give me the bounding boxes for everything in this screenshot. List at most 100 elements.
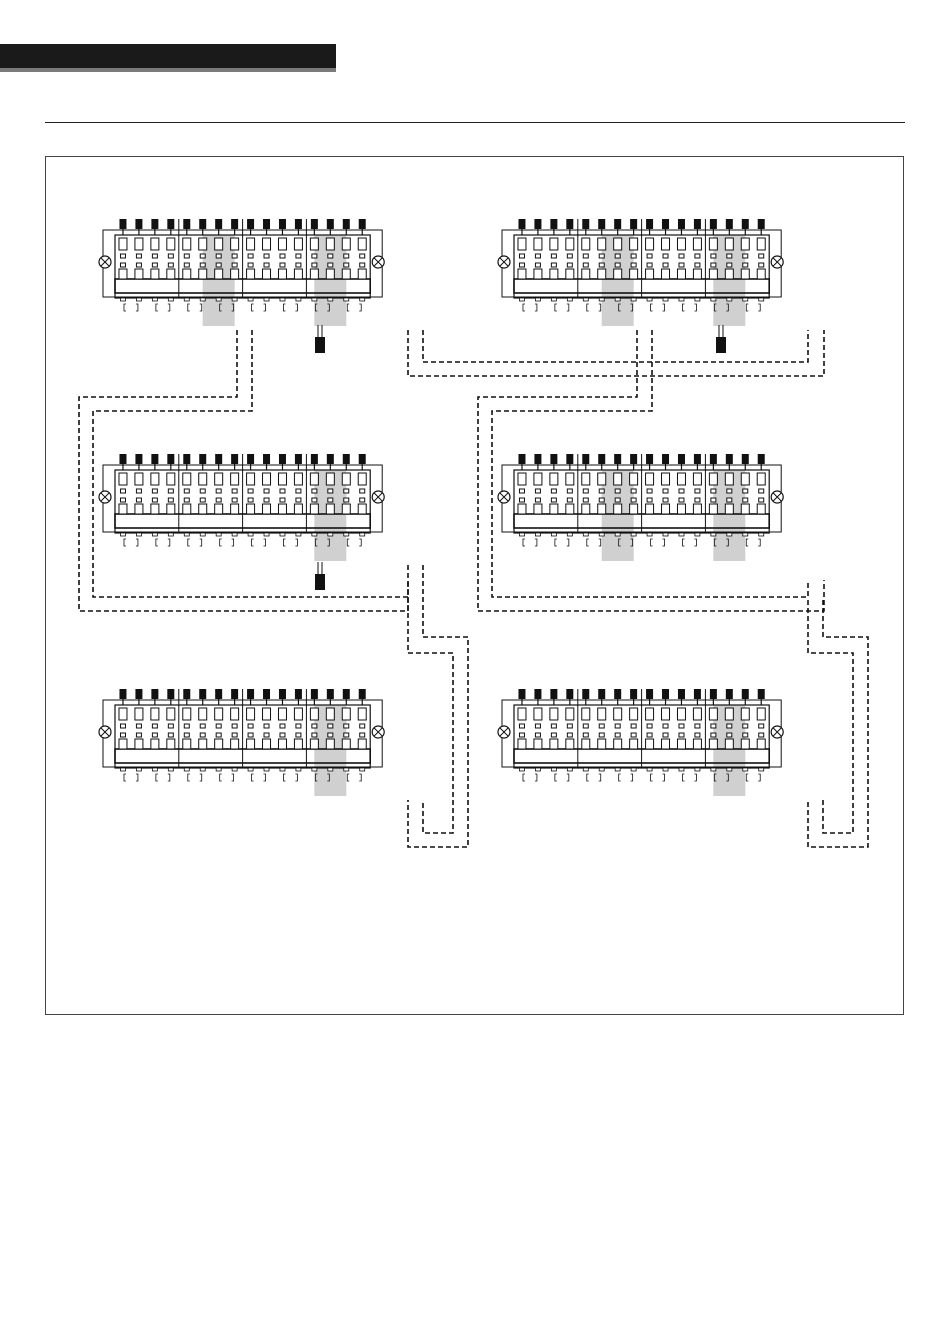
clamp-slot (582, 238, 590, 250)
top-plug (167, 689, 174, 699)
clamp-slot (630, 708, 638, 720)
clamp-slot (566, 708, 574, 720)
pair-bracket (359, 774, 361, 781)
clamp-slot (630, 473, 638, 485)
screw-hole (599, 733, 604, 737)
top-plug (167, 454, 174, 464)
pair-bracket (156, 539, 158, 546)
screw-hole (743, 724, 748, 728)
screw-hole (631, 733, 636, 737)
clamp-slot (598, 269, 606, 279)
strip-pin (280, 533, 285, 536)
top-plug (758, 689, 765, 699)
screw-hole (152, 733, 157, 737)
pair-bracket (758, 304, 760, 311)
strip-pin (583, 298, 588, 301)
screw-hole (663, 498, 668, 502)
screw-hole (344, 489, 349, 493)
clamp-slot (215, 473, 223, 485)
screw-hole (200, 254, 205, 258)
top-plug (279, 219, 286, 229)
pair-bracket (587, 539, 589, 546)
top-plug (327, 219, 334, 229)
strip-pin (631, 298, 636, 301)
cable-wire (408, 565, 468, 847)
top-plug (742, 219, 749, 229)
top-plug (694, 689, 701, 699)
strip-pin (695, 768, 700, 771)
pair-bracket (252, 539, 254, 546)
clamp-slot (725, 473, 733, 485)
pair-bracket (523, 304, 525, 311)
pair-bracket (347, 774, 349, 781)
top-plug (630, 454, 637, 464)
pair-bracket (283, 304, 285, 311)
pair-bracket (694, 539, 696, 546)
screw-hole (679, 489, 684, 493)
screw-hole (264, 733, 269, 737)
clamp-slot (326, 739, 334, 749)
clamp-slot (518, 238, 526, 250)
pair-bracket (124, 304, 126, 311)
screw-hole (280, 254, 285, 258)
top-plug (311, 689, 318, 699)
top-plug (694, 454, 701, 464)
screw-hole (695, 733, 700, 737)
clamp-slot (183, 504, 191, 514)
clamp-slot (630, 238, 638, 250)
strip-pin (759, 298, 764, 301)
screw-hole (663, 489, 668, 493)
strip-pin (264, 533, 269, 536)
strip-pin (296, 533, 301, 536)
pair-bracket (124, 774, 126, 781)
screw-hole (264, 263, 269, 267)
top-plug (263, 219, 270, 229)
units-layer (99, 219, 783, 796)
strip-pin (120, 768, 125, 771)
pair-bracket (220, 774, 222, 781)
clamp-slot (662, 504, 670, 514)
screw-hole (248, 733, 253, 737)
strip-pin (695, 298, 700, 301)
pair-bracket (663, 774, 665, 781)
pair-bracket (758, 539, 760, 546)
screw-hole (759, 498, 764, 502)
screw-hole (567, 733, 572, 737)
screw-hole (136, 733, 141, 737)
screw-hole (328, 263, 333, 267)
strip-pin (695, 533, 700, 536)
pair-bracket (295, 304, 297, 311)
screw-hole (232, 263, 237, 267)
screw-hole (711, 263, 716, 267)
clamp-slot (119, 739, 127, 749)
screw-hole (200, 724, 205, 728)
screw-hole (280, 489, 285, 493)
screw-hole (216, 724, 221, 728)
clamp-slot (741, 708, 749, 720)
clamp-slot (757, 269, 765, 279)
strip-pin (535, 298, 540, 301)
strip-pin (567, 533, 572, 536)
screw-hole (200, 498, 205, 502)
strip-pin (551, 768, 556, 771)
screw-hole (136, 263, 141, 267)
clamp-slot (183, 739, 191, 749)
clamp-slot (119, 708, 127, 720)
screw-hole (360, 724, 365, 728)
clamp-slot (294, 238, 302, 250)
top-plug (662, 219, 669, 229)
clamp-slot (278, 473, 286, 485)
clamp-slot (534, 504, 542, 514)
clamp-slot (247, 708, 255, 720)
pair-bracket (252, 774, 254, 781)
pair-bracket (136, 304, 138, 311)
strip-pin (743, 533, 748, 536)
top-plug (199, 689, 206, 699)
clamp-slot (294, 473, 302, 485)
top-plug (247, 219, 254, 229)
clamp-slot (310, 504, 318, 514)
clamp-slot (215, 238, 223, 250)
clamp-slot (662, 269, 670, 279)
top-plug (566, 454, 573, 464)
clamp-slot (677, 473, 685, 485)
